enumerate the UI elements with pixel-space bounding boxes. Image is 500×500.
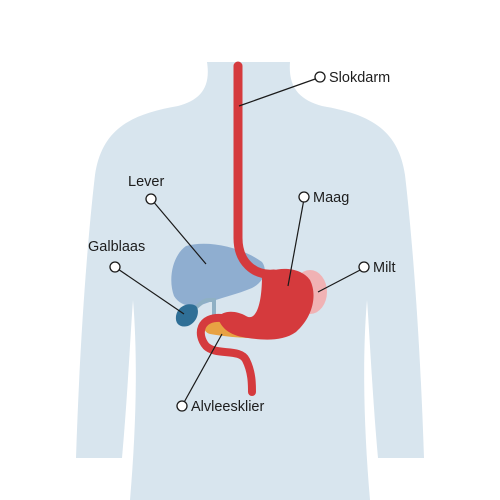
- label-maag: Maag: [313, 190, 349, 206]
- duodenum: [196, 313, 256, 396]
- label-lever: Lever: [128, 174, 164, 190]
- leader-slokdarm: [238, 77, 319, 107]
- dot-galblaas: [109, 261, 121, 273]
- label-alvleesklier: Alvleesklier: [191, 399, 264, 415]
- gallbladder: [175, 304, 198, 327]
- stomach: [218, 268, 314, 340]
- label-milt: Milt: [373, 260, 396, 276]
- label-galblaas: Galblaas: [88, 239, 145, 255]
- label-slokdarm: Slokdarm: [329, 70, 390, 86]
- leader-milt: [317, 267, 365, 293]
- leader-maag: [287, 198, 305, 287]
- leader-alvleesklier: [181, 333, 223, 407]
- dot-lever: [145, 193, 157, 205]
- dot-milt: [358, 261, 370, 273]
- dot-maag: [298, 191, 310, 203]
- dot-alvleesklier: [176, 400, 188, 412]
- dot-slokdarm: [314, 71, 326, 83]
- leader-lever: [151, 199, 207, 265]
- leader-galblaas: [114, 266, 185, 315]
